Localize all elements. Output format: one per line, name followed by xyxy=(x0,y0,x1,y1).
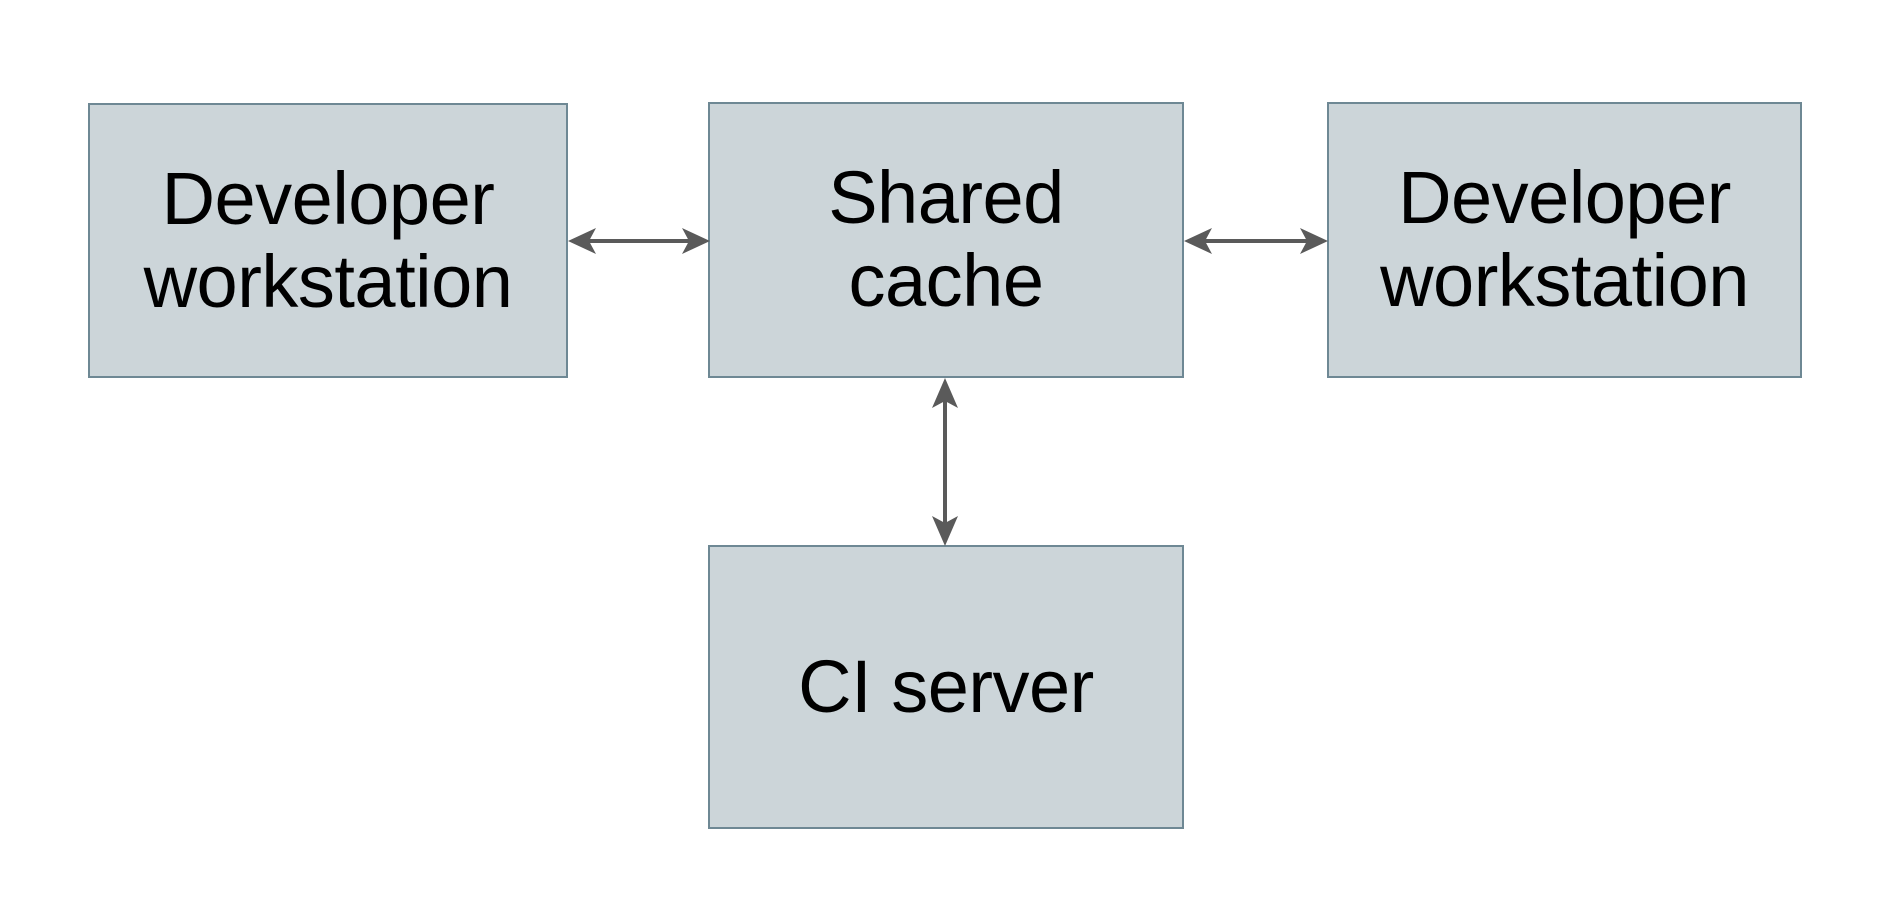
double-arrow-horizontal-icon xyxy=(1184,228,1328,254)
double-arrow-vertical-icon xyxy=(932,378,958,546)
node-label: CI server xyxy=(798,644,1094,728)
double-arrow-horizontal-icon xyxy=(568,228,710,254)
node-label: Developer workstation xyxy=(1380,156,1749,322)
edge-shared-cache-to-developer-right[interactable] xyxy=(1182,218,1330,264)
edge-shared-cache-to-ci-server[interactable] xyxy=(922,376,968,548)
node-shared-cache[interactable]: Shared cache xyxy=(708,102,1184,378)
node-developer-workstation-left[interactable]: Developer workstation xyxy=(88,103,568,378)
node-ci-server[interactable]: CI server xyxy=(708,545,1184,829)
node-label: Developer workstation xyxy=(143,156,513,323)
node-developer-workstation-right[interactable]: Developer workstation xyxy=(1327,102,1802,378)
edge-developer-left-to-shared-cache[interactable] xyxy=(566,218,712,264)
node-label: Shared cache xyxy=(828,156,1064,322)
